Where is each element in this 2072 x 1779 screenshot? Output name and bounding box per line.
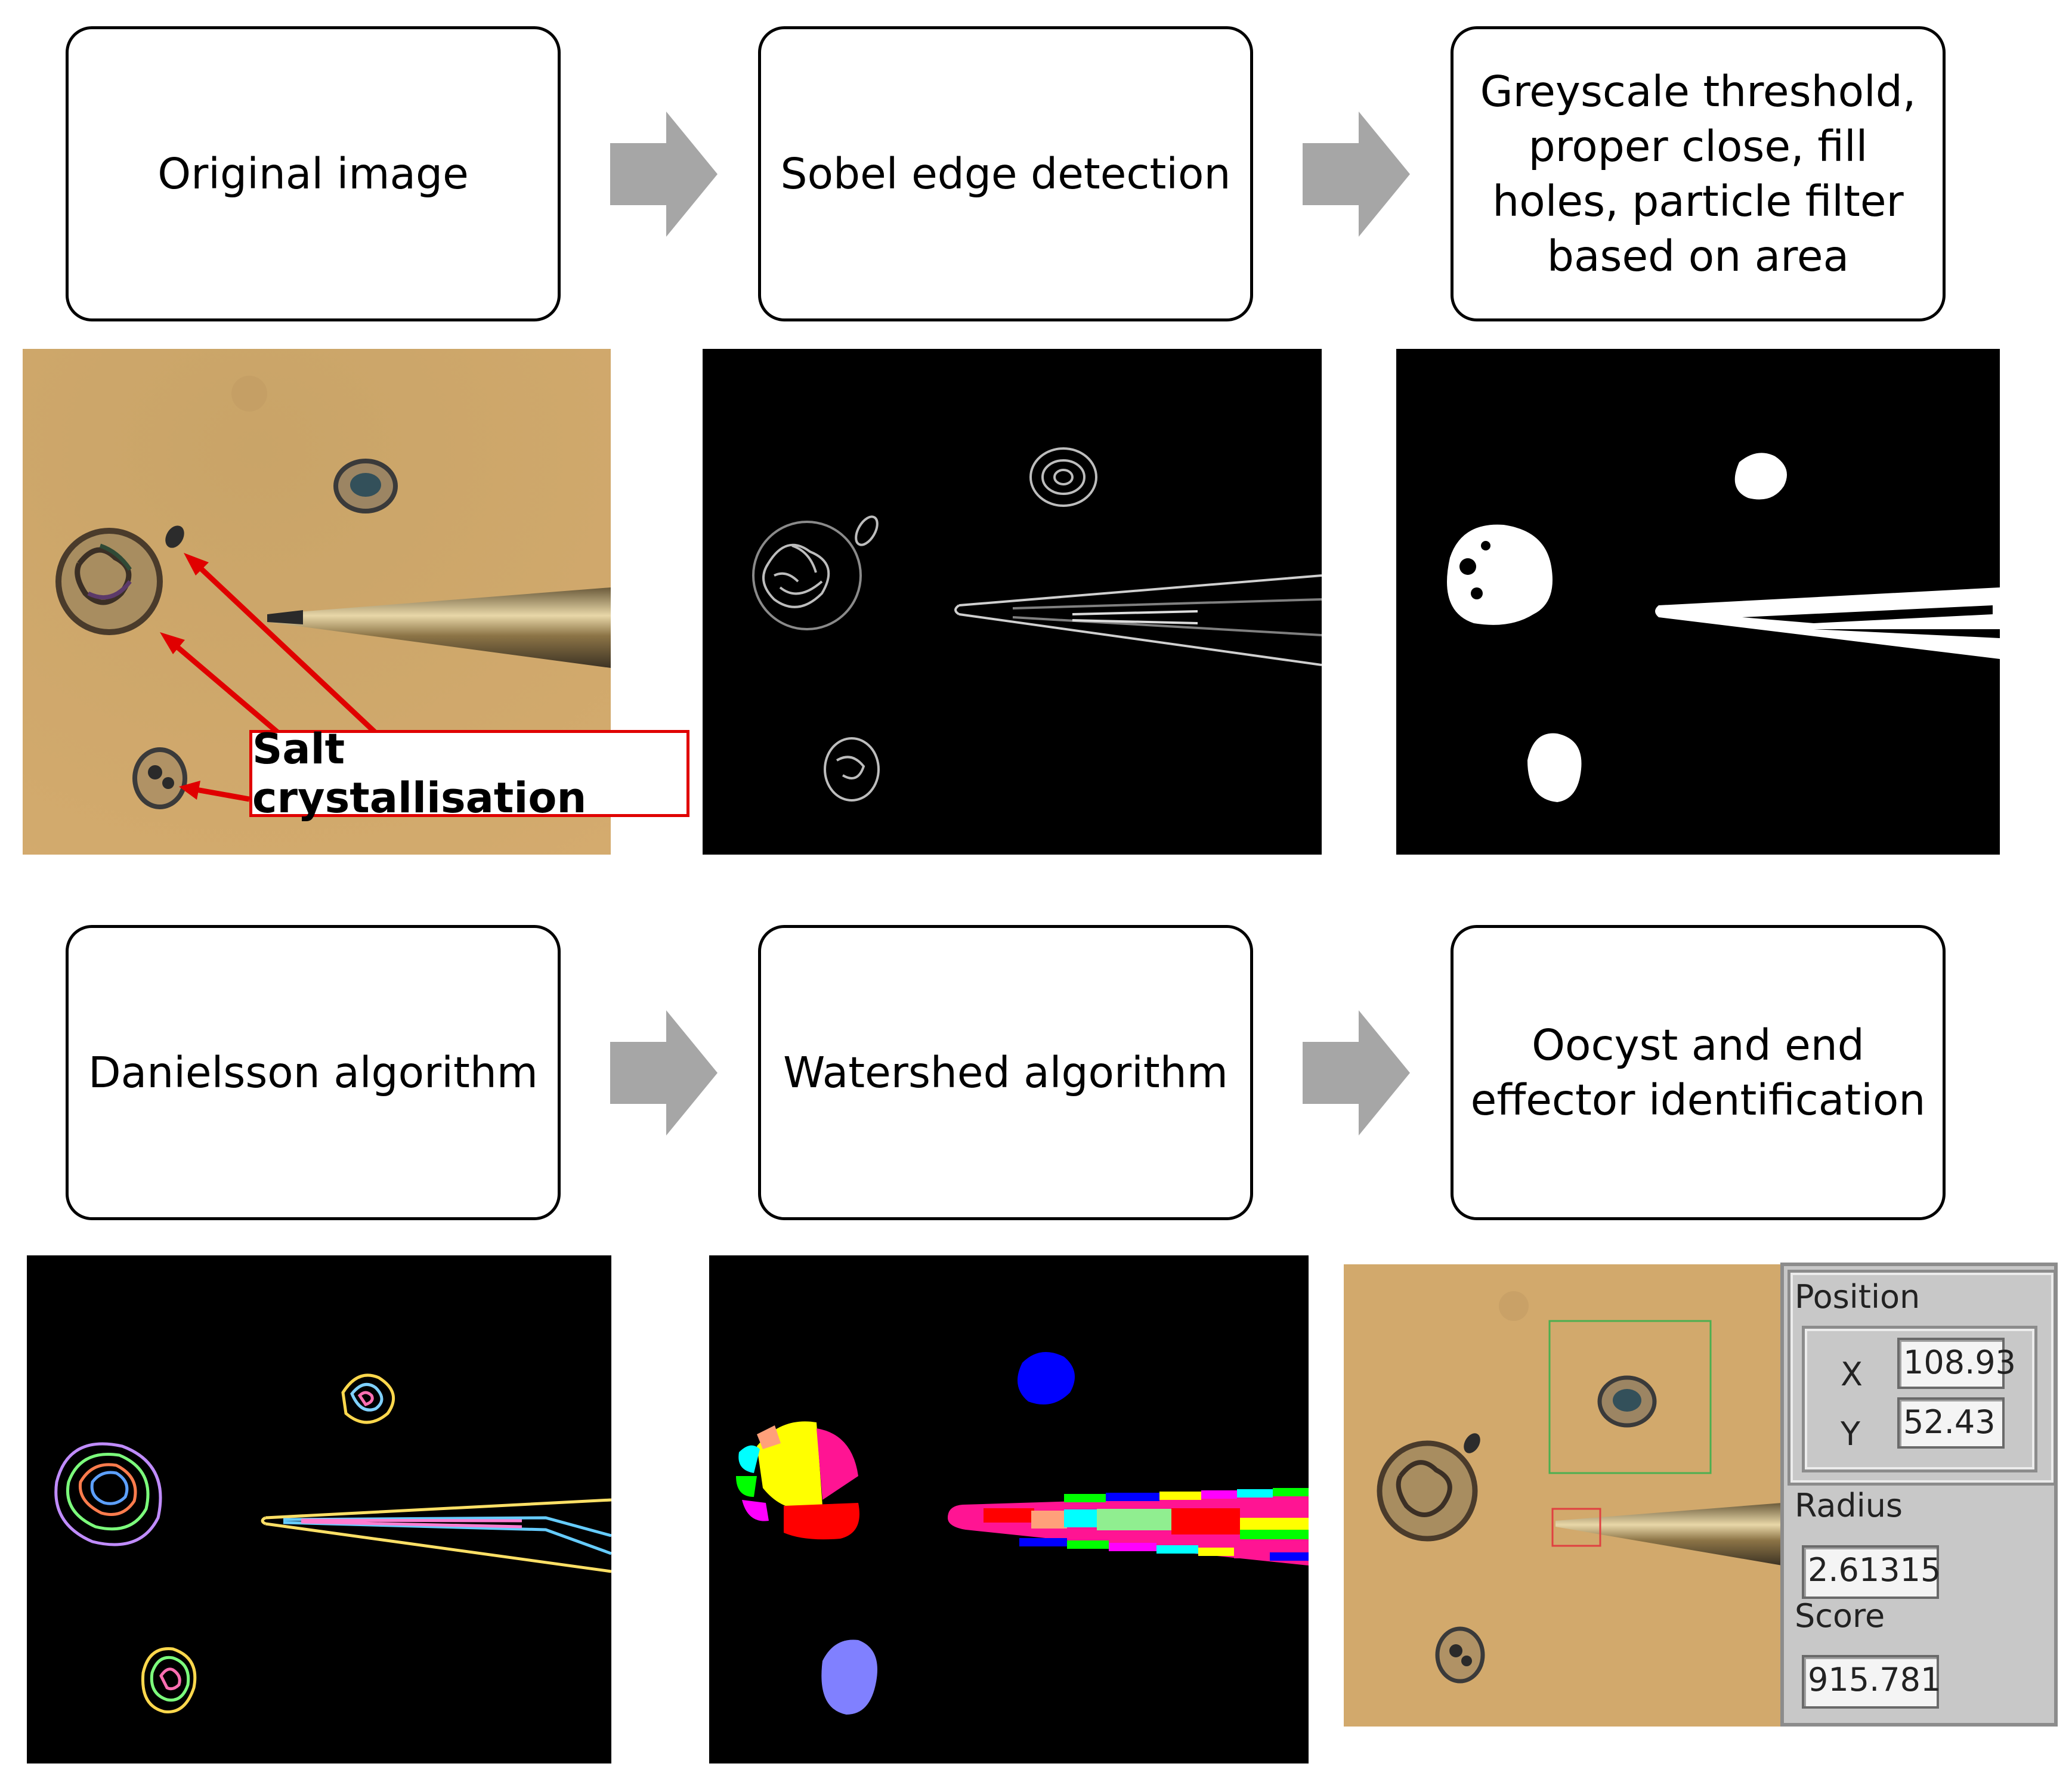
x-label: X — [1841, 1356, 1863, 1393]
sobel-image-panel — [703, 349, 1322, 855]
position-label: Position — [1795, 1278, 1921, 1316]
arrow-right-icon — [1303, 112, 1410, 237]
step-threshold: Greyscale threshold, proper close, fill … — [1451, 26, 1946, 321]
end-effector-box — [1551, 1508, 1601, 1547]
position-inner-frame — [1802, 1326, 2037, 1472]
score-label: Score — [1795, 1597, 1885, 1635]
step-label: Watershed algorithm — [783, 1047, 1228, 1097]
arrow-right-icon — [610, 112, 718, 237]
step-label: Greyscale threshold, proper close, fill … — [1480, 66, 1916, 281]
y-value-field[interactable]: 52.43 — [1897, 1397, 2005, 1449]
position-frame — [1788, 1270, 2056, 1486]
score-value-field[interactable]: 915.781 — [1802, 1655, 1941, 1709]
radius-label: Radius — [1795, 1487, 1903, 1524]
step-label: Sobel edge detection — [780, 148, 1231, 199]
arrow-right-icon — [1303, 1010, 1410, 1136]
result-panel: Position X 108.93 Y 52.43 Radius 2.61315… — [1780, 1263, 2058, 1727]
x-value-field[interactable]: 108.93 — [1897, 1338, 2016, 1389]
step-identification: Oocyst and end effector identification — [1451, 925, 1946, 1220]
radius-value-field[interactable]: 2.61315 — [1802, 1545, 1941, 1599]
step-label: Oocyst and end effector identification — [1470, 1020, 1926, 1125]
step-label: Danielsson algorithm — [88, 1047, 538, 1097]
watershed-image-panel — [709, 1255, 1309, 1763]
arrow-right-icon — [610, 1010, 718, 1136]
detection-box — [1548, 1320, 1712, 1474]
threshold-image-panel — [1396, 349, 2000, 855]
step-original-image: Original image — [66, 26, 561, 321]
step-label: Original image — [157, 148, 469, 199]
salt-crystallisation-callout: Salt crystallisation — [249, 725, 689, 822]
step-watershed-algorithm: Watershed algorithm — [758, 925, 1253, 1220]
step-danielsson-algorithm: Danielsson algorithm — [66, 925, 561, 1220]
identification-image-panel — [1344, 1264, 1782, 1727]
step-sobel-edge-detection: Sobel edge detection — [758, 26, 1253, 321]
callout-label: Salt crystallisation — [252, 725, 587, 822]
y-label: Y — [1841, 1415, 1860, 1453]
danielsson-image-panel — [27, 1255, 611, 1763]
salt-crystal-cluster — [55, 528, 163, 635]
